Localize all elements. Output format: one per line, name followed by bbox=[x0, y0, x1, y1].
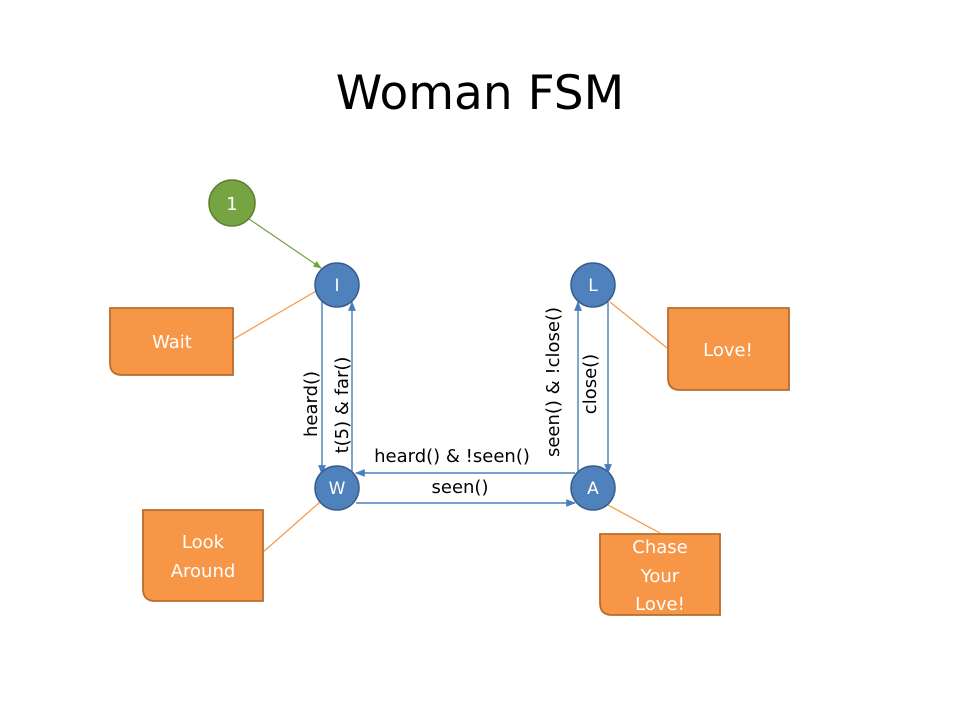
action-box-look-around: Look Around bbox=[142, 509, 264, 602]
state-label-approach: A bbox=[587, 479, 599, 499]
connector-idle-wait bbox=[231, 289, 319, 341]
connector-watch-look bbox=[261, 501, 321, 554]
action-label-look: Look bbox=[182, 532, 225, 553]
action-label-chase: Chase bbox=[632, 537, 687, 558]
action-box-love: Love! bbox=[667, 307, 790, 391]
label-idle-to-watch: heard() bbox=[301, 371, 322, 437]
label-approach-to-love: seen() & !close() bbox=[543, 307, 564, 457]
action-label-around: Around bbox=[171, 561, 236, 582]
action-box-chase: Chase Your Love! bbox=[599, 533, 721, 616]
action-label-love-chase: Love! bbox=[635, 594, 685, 615]
page-title: Woman FSM bbox=[336, 66, 624, 121]
start-state-node: 1 bbox=[208, 179, 256, 227]
connector-love-love bbox=[609, 301, 668, 349]
action-label-wait: Wait bbox=[152, 332, 192, 353]
label-love-to-approach: close() bbox=[580, 354, 601, 414]
connector-approach-chase bbox=[605, 503, 661, 534]
start-state-label: 1 bbox=[226, 194, 237, 215]
action-label-your: Your bbox=[640, 566, 680, 587]
action-connectors bbox=[231, 289, 668, 554]
state-label-love: L bbox=[588, 276, 598, 296]
action-label-love: Love! bbox=[703, 340, 753, 361]
state-node-idle: I bbox=[314, 262, 360, 308]
state-label-idle: I bbox=[334, 276, 339, 296]
transition-labels: heard() t(5) & far() seen() & !close() c… bbox=[301, 307, 601, 498]
state-node-love: L bbox=[570, 262, 616, 308]
start-transition-arrow bbox=[248, 218, 322, 269]
state-node-approach: A bbox=[570, 465, 616, 511]
label-approach-to-watch: heard() & !seen() bbox=[374, 446, 530, 467]
label-watch-to-approach: seen() bbox=[432, 477, 489, 498]
action-box-wait: Wait bbox=[109, 307, 234, 376]
state-node-watch: W bbox=[314, 465, 360, 511]
state-label-watch: W bbox=[329, 479, 346, 499]
label-watch-to-idle: t(5) & far() bbox=[332, 357, 353, 454]
transition-arrows bbox=[318, 300, 612, 507]
